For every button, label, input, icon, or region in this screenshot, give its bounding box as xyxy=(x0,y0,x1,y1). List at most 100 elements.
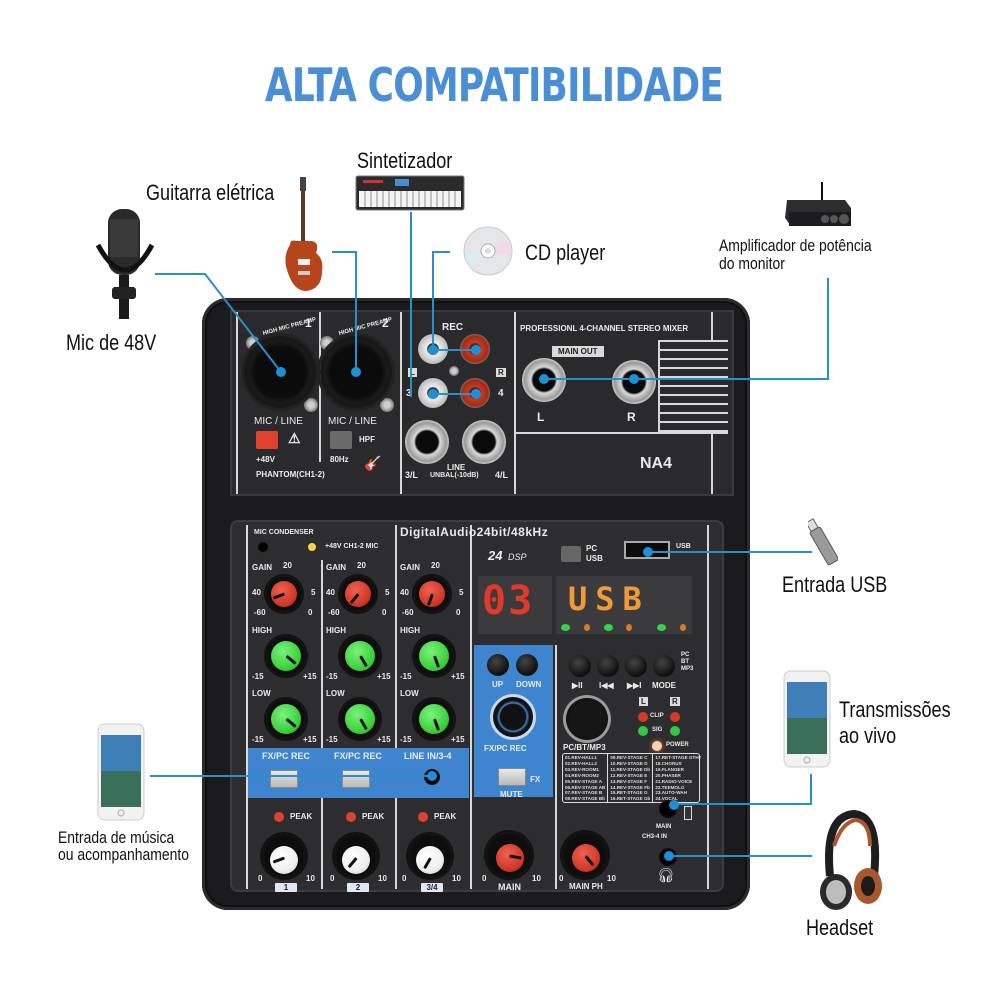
page-title: ALTA COMPATIBILIDADE xyxy=(264,58,724,112)
high-eq-knob-ch2[interactable] xyxy=(340,636,380,676)
effect-item: 14.REV-STAGE Fb xyxy=(610,784,650,790)
main-volume-knob[interactable] xyxy=(486,832,532,878)
channel-tag: 3/4 xyxy=(421,883,443,892)
divider xyxy=(516,432,728,434)
gain-scale: 5 xyxy=(311,588,316,597)
volume-knob-ch1[interactable] xyxy=(262,834,306,878)
low-eq-knob-ch1[interactable] xyxy=(266,699,306,739)
screw xyxy=(449,366,459,376)
ch4-label: 4 xyxy=(498,388,504,399)
gain-scale: 5 xyxy=(459,588,464,597)
callout-amp-label-line1: Amplificador de potência xyxy=(719,236,872,255)
low-label: LOW xyxy=(400,689,419,698)
power-led xyxy=(652,741,662,751)
effect-item: 15.RET-STAGE G xyxy=(610,790,648,796)
volume-scale: 10 xyxy=(378,874,387,883)
media-display xyxy=(556,576,692,634)
fx-level-knob[interactable] xyxy=(490,694,536,740)
switch-ch34-label: CH3-4 IN xyxy=(642,834,668,840)
gain-scale: 0 xyxy=(308,608,313,617)
line-jack-3l[interactable] xyxy=(405,420,449,464)
guitar-icon: 🎸 xyxy=(364,455,382,471)
low-eq-knob-ch2[interactable] xyxy=(340,699,380,739)
line-jack-4l[interactable] xyxy=(462,420,506,464)
callout-headset-label: Headset xyxy=(806,915,874,940)
usb-mode-label: USB xyxy=(586,554,603,563)
volume-scale: 0 xyxy=(330,874,335,883)
pc-bt-mp3-label: PC/BT/MP3 xyxy=(563,743,606,752)
mode-button[interactable] xyxy=(653,655,675,677)
line-unbal-label: UNBAL(-10dB) xyxy=(430,472,479,479)
fx-send-button-ch2[interactable] xyxy=(342,770,370,788)
effect-item: 19.FLANGER xyxy=(655,766,684,772)
mic-condenser-jack[interactable] xyxy=(256,540,270,554)
high-label: HIGH xyxy=(400,626,420,635)
ch34-band-label: LINE IN/3-4 xyxy=(404,751,452,761)
dsp-label: DSP xyxy=(508,552,527,562)
hpf-button[interactable] xyxy=(330,431,352,449)
usb-flash-drive-icon xyxy=(808,518,838,566)
connector-dot-main-l xyxy=(539,374,549,384)
gain-knob-ch1[interactable] xyxy=(266,576,302,612)
level-led xyxy=(584,624,590,631)
connector-dot-ch4 xyxy=(471,389,481,399)
effect-item: 11.REV-STAGE Db xyxy=(610,766,651,772)
effect-item: 10.REV-STAGE D xyxy=(610,760,648,766)
ch3-label: 3 xyxy=(406,388,412,399)
level-led xyxy=(657,624,666,631)
previous-icon: I◀◀ xyxy=(599,681,614,690)
fx-down-button[interactable] xyxy=(516,654,538,676)
phantom-label: PHANTOM(CH1-2) xyxy=(256,470,325,479)
phantom-power-button[interactable] xyxy=(256,431,278,449)
media-volume-knob[interactable] xyxy=(566,698,608,740)
effect-item: 03.REV-ROOM1 xyxy=(565,766,599,772)
high-eq-knob-ch1[interactable] xyxy=(266,636,306,676)
fx-mute-button[interactable] xyxy=(498,768,526,786)
mixer-header: PROFESSIONL 4-CHANNEL STEREO MIXER xyxy=(520,324,689,333)
high-eq-knob-ch34[interactable] xyxy=(414,636,454,676)
volume-knob-ch2[interactable] xyxy=(334,834,378,878)
connector-dot-main-r xyxy=(629,374,639,384)
divider xyxy=(707,525,709,889)
connector-dot-rec-r xyxy=(471,345,481,355)
effect-item: 12.REV-STAGE E xyxy=(610,772,648,778)
next-button[interactable] xyxy=(625,655,647,677)
fx-up-button[interactable] xyxy=(487,654,509,676)
effect-item: 16.RET-STAGE Gb xyxy=(610,796,651,802)
effect-item: 09.REV-STAGE C xyxy=(610,755,648,760)
peak-label: PEAK xyxy=(362,812,385,821)
peak-label: PEAK xyxy=(290,812,313,821)
callout-guitar-label: Guitarra elétrica xyxy=(146,180,275,205)
gain-scale: 40 xyxy=(326,588,335,597)
gain-label: GAIN xyxy=(400,563,420,572)
pc-usb-toggle-button[interactable] xyxy=(561,546,581,562)
previous-button[interactable] xyxy=(597,655,619,677)
dsp-count: 24 xyxy=(488,548,503,563)
main-ch34-switch[interactable] xyxy=(684,806,692,820)
callout-cd-label: CD player xyxy=(525,240,606,265)
effect-item: 04.REV-ROOM2 xyxy=(565,772,599,778)
low-label: LOW xyxy=(252,689,271,698)
sig-led-left xyxy=(638,726,648,736)
meter-r-label: R xyxy=(670,697,680,706)
up-label: UP xyxy=(492,680,504,689)
mode-label: MODE xyxy=(652,681,676,690)
level-led xyxy=(561,624,570,631)
gain-scale: 20 xyxy=(283,561,292,570)
low-eq-knob-ch34[interactable] xyxy=(414,699,454,739)
level-led xyxy=(680,624,686,631)
main-phones-knob[interactable] xyxy=(562,832,608,878)
gain-scale: 5 xyxy=(385,588,390,597)
ch1-number: 1 xyxy=(305,316,312,330)
gain-knob-ch34[interactable] xyxy=(414,576,450,612)
gain-label: GAIN xyxy=(252,563,272,572)
gain-knob-ch2[interactable] xyxy=(340,576,376,612)
connector-dot-line-in xyxy=(427,771,437,781)
effect-item: 21.RADIO-VOICE xyxy=(655,778,693,784)
fx-send-button-ch1[interactable] xyxy=(270,770,298,788)
play-pause-button[interactable] xyxy=(569,655,591,677)
channel-tag: 2 xyxy=(347,883,369,892)
screw xyxy=(304,398,318,412)
fx-number-value: 03 xyxy=(482,578,535,624)
volume-knob-ch34[interactable] xyxy=(408,834,452,878)
